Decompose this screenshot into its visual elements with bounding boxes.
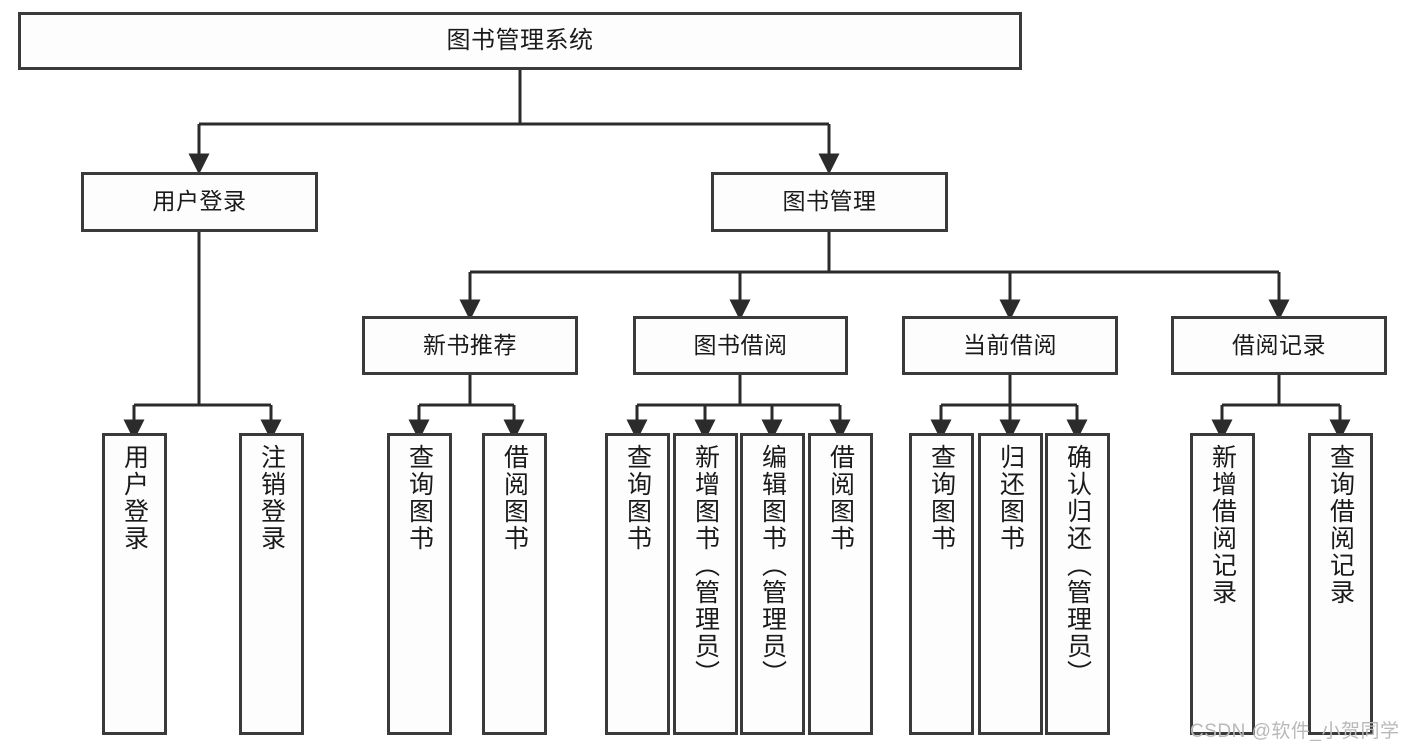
leaf-borrow-borrow-book[interactable]: 借阅图书 <box>808 433 873 735</box>
leaf-user-login[interactable]: 用户登录 <box>102 433 167 735</box>
node-borrow-record-label: 借阅记录 <box>1232 331 1326 358</box>
leaf-user-logout-label: 注销登录 <box>257 444 286 552</box>
leaf-current-confirm-return-label: 确认归还（管理员） <box>1063 444 1092 687</box>
node-new-book-recommend-label: 新书推荐 <box>423 331 517 358</box>
leaf-borrow-query-book-label: 查询图书 <box>623 444 652 552</box>
node-user-login[interactable]: 用户登录 <box>81 172 318 232</box>
leaf-record-query-record[interactable]: 查询借阅记录 <box>1308 433 1373 735</box>
node-root[interactable]: 图书管理系统 <box>18 12 1022 70</box>
leaf-user-login-label: 用户登录 <box>120 444 149 552</box>
leaf-borrow-add-book[interactable]: 新增图书（管理员） <box>673 433 738 735</box>
leaf-borrow-edit-book-label: 编辑图书（管理员） <box>758 444 787 687</box>
node-book-borrow[interactable]: 图书借阅 <box>633 316 848 375</box>
leaf-record-query-record-label: 查询借阅记录 <box>1326 444 1355 606</box>
node-current-borrow[interactable]: 当前借阅 <box>902 316 1118 375</box>
leaf-current-return-book[interactable]: 归还图书 <box>978 433 1043 735</box>
leaf-current-confirm-return[interactable]: 确认归还（管理员） <box>1045 433 1110 735</box>
leaf-current-query-book-label: 查询图书 <box>927 444 956 552</box>
node-book-management-label: 图书管理 <box>782 188 877 215</box>
node-borrow-record[interactable]: 借阅记录 <box>1171 316 1387 375</box>
csdn-watermark: CSDN @软件_小贺同学 <box>1190 721 1400 742</box>
node-book-borrow-label: 图书借阅 <box>693 331 788 358</box>
leaf-recommend-borrow-book-label: 借阅图书 <box>500 444 529 552</box>
leaf-record-add-record-label: 新增借阅记录 <box>1208 444 1237 606</box>
leaf-user-logout[interactable]: 注销登录 <box>239 433 304 735</box>
node-root-label: 图书管理系统 <box>446 26 594 54</box>
leaf-record-add-record[interactable]: 新增借阅记录 <box>1190 433 1255 735</box>
leaf-borrow-borrow-book-label: 借阅图书 <box>826 444 855 552</box>
leaf-recommend-query-book[interactable]: 查询图书 <box>387 433 452 735</box>
leaf-borrow-edit-book[interactable]: 编辑图书（管理员） <box>740 433 805 735</box>
leaf-recommend-query-book-label: 查询图书 <box>405 444 434 552</box>
node-user-login-label: 用户登录 <box>152 188 247 215</box>
leaf-current-query-book[interactable]: 查询图书 <box>909 433 974 735</box>
node-book-management[interactable]: 图书管理 <box>711 172 948 232</box>
leaf-borrow-query-book[interactable]: 查询图书 <box>605 433 670 735</box>
leaf-current-return-book-label: 归还图书 <box>996 444 1025 552</box>
leaf-recommend-borrow-book[interactable]: 借阅图书 <box>482 433 547 735</box>
leaf-borrow-add-book-label: 新增图书（管理员） <box>691 444 720 687</box>
node-new-book-recommend[interactable]: 新书推荐 <box>362 316 578 375</box>
node-current-borrow-label: 当前借阅 <box>963 331 1057 358</box>
